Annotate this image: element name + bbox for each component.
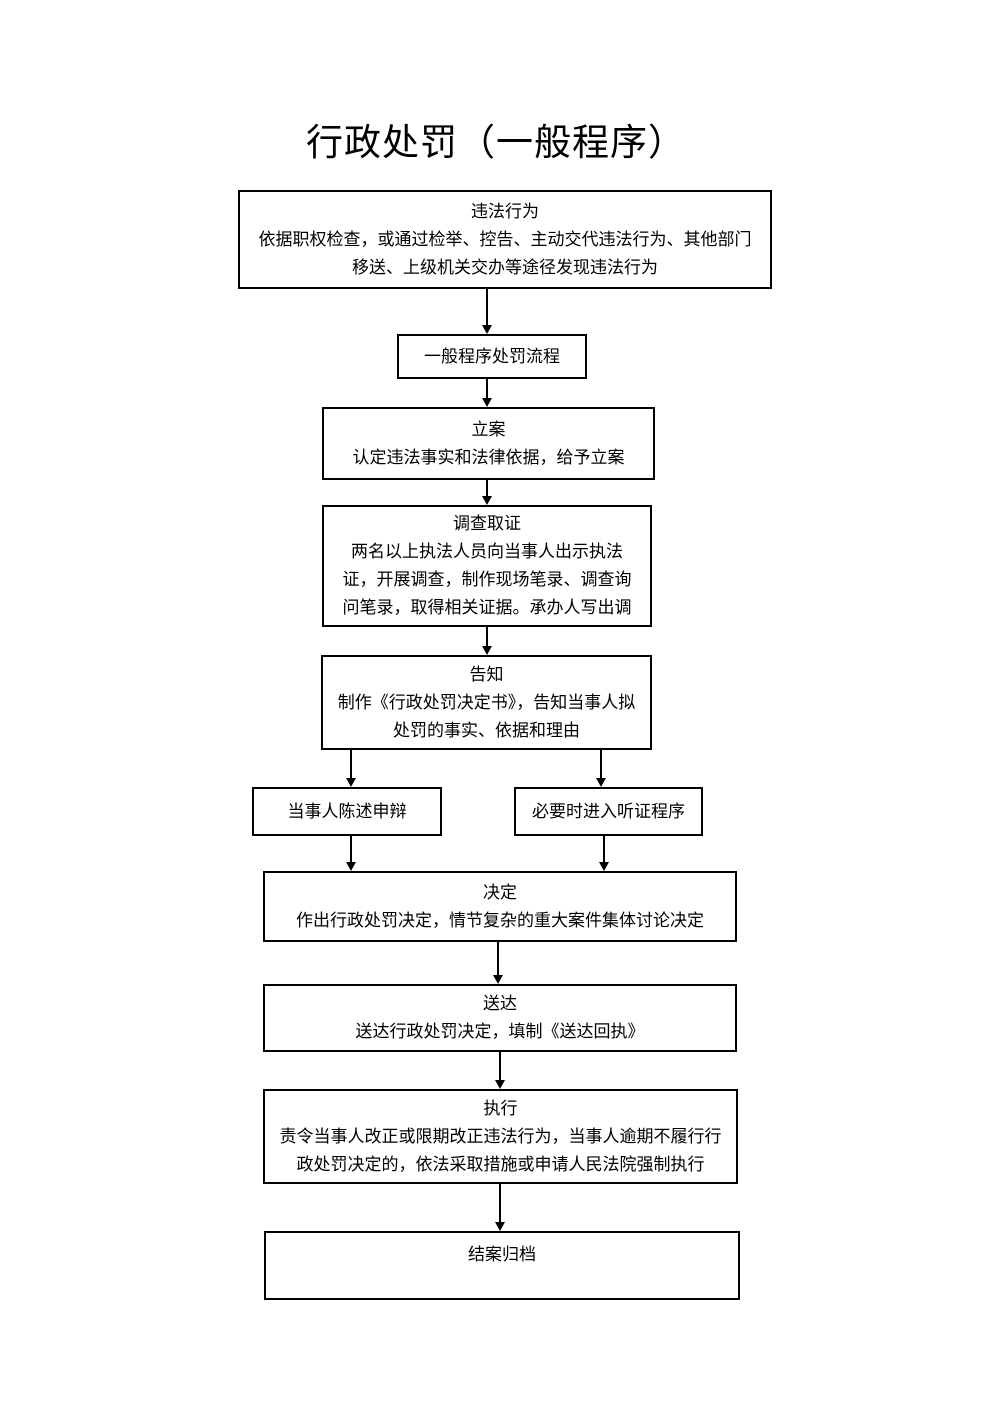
node-heading: 决定	[483, 882, 517, 902]
flow-node-delivery: 送达 送达行政处罚决定，填制《送达回执》	[263, 984, 737, 1052]
node-heading: 违法行为	[471, 201, 539, 221]
flow-node-illegal-act: 违法行为 依据职权检查，或通过检举、控告、主动交代违法行为、其他部门移送、上级机…	[238, 190, 772, 289]
flow-node-case-filing: 立案 认定违法事实和法律依据，给予立案	[322, 407, 655, 480]
node-heading: 当事人陈述申辩	[287, 801, 407, 821]
node-heading: 必要时进入听证程序	[532, 801, 685, 821]
flow-node-investigation: 调查取证 两名以上执法人员向当事人出示执法证，开展调查，制作现场笔录、调查询问笔…	[322, 505, 652, 627]
node-heading: 立案	[471, 419, 506, 439]
node-heading: 执行	[483, 1098, 518, 1118]
page-title: 行政处罚（一般程序）	[306, 123, 686, 164]
flow-node-hearing: 必要时进入听证程序	[514, 787, 703, 836]
node-body: 责令当事人改正或限期改正违法行为，当事人逾期不履行行政处罚决定的，依法采取措施或…	[279, 1126, 722, 1174]
node-body: 制作《行政处罚决定书》，告知当事人拟处罚的事实、依据和理由	[337, 692, 636, 740]
node-heading: 调查取证	[453, 514, 521, 533]
node-body: 送达行政处罚决定，填制《送达回执》	[355, 1022, 645, 1041]
flow-node-case-closure: 结案归档	[264, 1231, 740, 1300]
node-body: 两名以上执法人员向当事人出示执法证，开展调查，制作现场笔录、调查询问笔录，取得相…	[342, 542, 632, 617]
flow-node-enforcement: 执行 责令当事人改正或限期改正违法行为，当事人逾期不履行行政处罚决定的，依法采取…	[263, 1089, 738, 1184]
node-body: 依据职权检查，或通过检举、控告、主动交代违法行为、其他部门移送、上级机关交办等途…	[258, 229, 752, 277]
flow-node-notification: 告知 制作《行政处罚决定书》，告知当事人拟处罚的事实、依据和理由	[321, 655, 652, 750]
flow-node-decision: 决定 作出行政处罚决定，情节复杂的重大案件集体讨论决定	[263, 871, 737, 942]
node-body: 认定违法事实和法律依据，给予立案	[352, 447, 625, 467]
node-heading: 送达	[483, 994, 517, 1013]
flow-node-general-procedure: 一般程序处罚流程	[397, 334, 587, 379]
flow-node-statement-defense: 当事人陈述申辩	[252, 787, 442, 836]
node-body: 作出行政处罚决定，情节复杂的重大案件集体讨论决定	[296, 910, 704, 930]
node-heading: 结案归档	[468, 1245, 536, 1264]
node-heading: 一般程序处罚流程	[424, 346, 560, 366]
node-heading: 告知	[469, 664, 504, 684]
